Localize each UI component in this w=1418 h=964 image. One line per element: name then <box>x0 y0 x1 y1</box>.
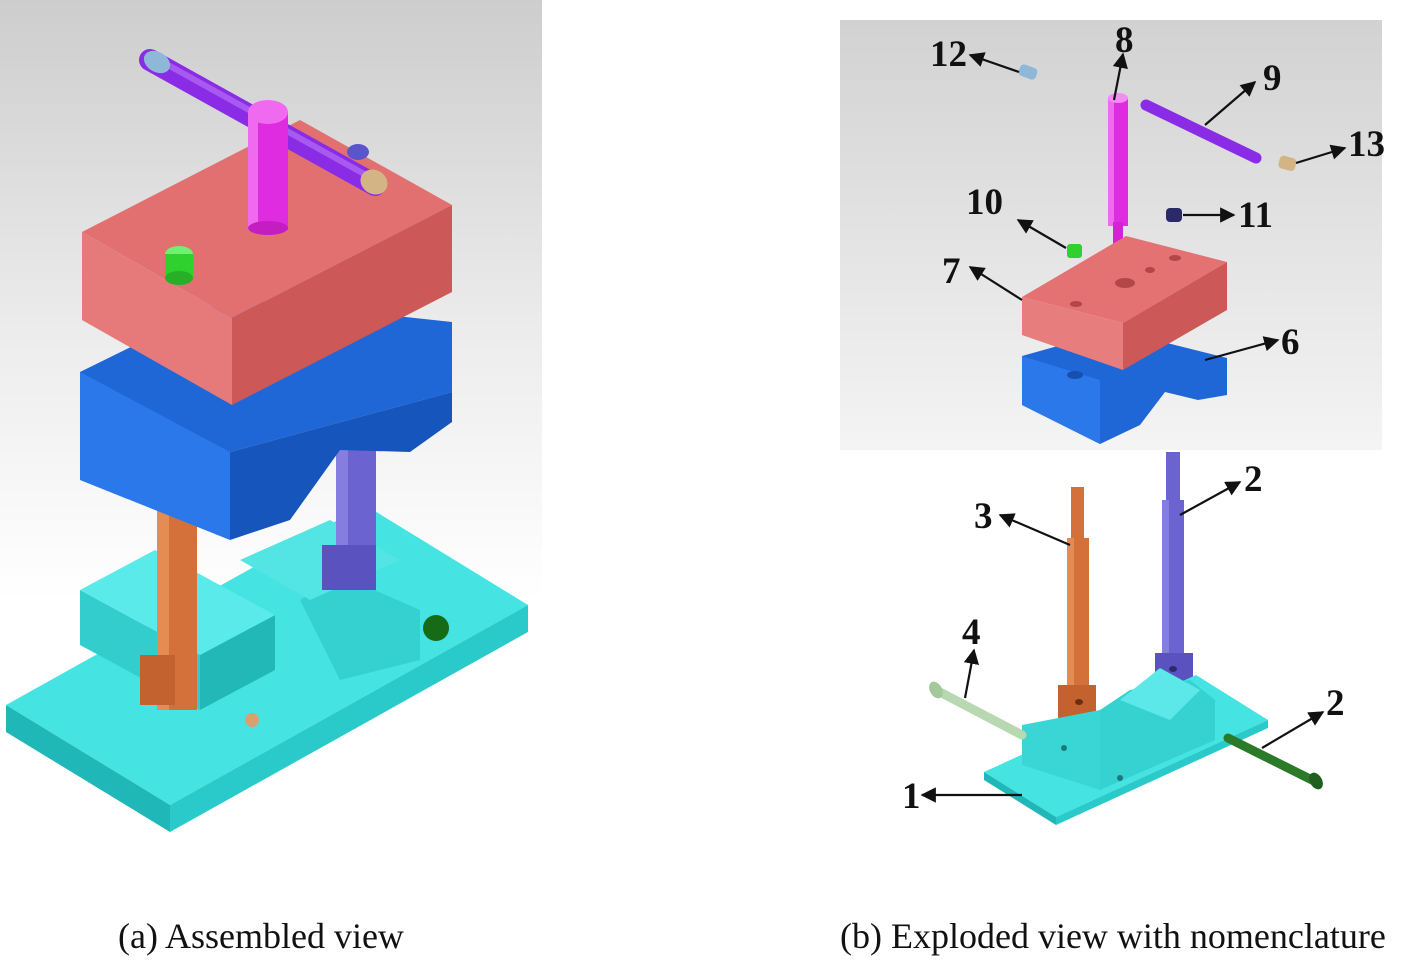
callout-10: 10 <box>966 182 1003 223</box>
caption-assembled-view: (a) Assembled view <box>118 916 404 956</box>
callout-labels: 12 8 9 13 10 11 7 6 2 3 4 2 1 <box>902 20 1385 817</box>
callout-12: 12 <box>930 34 967 75</box>
caption-exploded-view: (b) Exploded view with nomenclature <box>840 916 1386 956</box>
callout-11: 11 <box>1238 195 1273 236</box>
part-9-rod <box>1140 99 1262 164</box>
part-1-base <box>984 668 1268 825</box>
leader-8 <box>1112 52 1128 101</box>
leader-12 <box>968 52 1020 74</box>
exploded-view: 12 8 9 13 10 11 7 6 2 3 4 2 1 <box>840 20 1385 825</box>
part-8-pin <box>1108 93 1128 252</box>
part-4-long-pin <box>929 681 1027 740</box>
leader-2-lower <box>1261 711 1325 749</box>
leader-2-upper <box>1179 481 1242 516</box>
part-11-pin <box>1166 208 1182 222</box>
callout-13: 13 <box>1348 124 1385 165</box>
part-6-lower-block <box>1022 330 1227 444</box>
part-10-pin <box>1067 244 1082 258</box>
part-13-knob <box>1278 155 1297 171</box>
callout-2-upper: 2 <box>1244 459 1263 500</box>
t-handle <box>139 49 388 235</box>
part-12-cap <box>1018 64 1038 80</box>
part-7-upper-block <box>1022 236 1227 370</box>
leader-10 <box>1016 219 1067 249</box>
callout-8: 8 <box>1115 20 1134 61</box>
callout-4: 4 <box>962 612 981 653</box>
callout-7: 7 <box>942 251 961 292</box>
callout-1: 1 <box>902 776 921 817</box>
leader-9 <box>1204 80 1257 126</box>
right-post <box>322 430 376 590</box>
callout-2-lower: 2 <box>1326 683 1345 724</box>
part-2-right-post <box>1155 452 1193 685</box>
leader-lines <box>920 52 1347 803</box>
leader-13 <box>1295 144 1347 165</box>
part-2-long-pin <box>1223 733 1323 790</box>
assembled-view <box>0 0 542 832</box>
callout-9: 9 <box>1263 58 1282 99</box>
leader-6 <box>1204 336 1280 362</box>
leader-3 <box>998 513 1071 547</box>
callout-3: 3 <box>974 496 993 537</box>
callout-6: 6 <box>1281 322 1300 363</box>
leader-7 <box>968 266 1023 301</box>
leader-4 <box>963 648 980 699</box>
part-3-left-post <box>1058 487 1096 718</box>
